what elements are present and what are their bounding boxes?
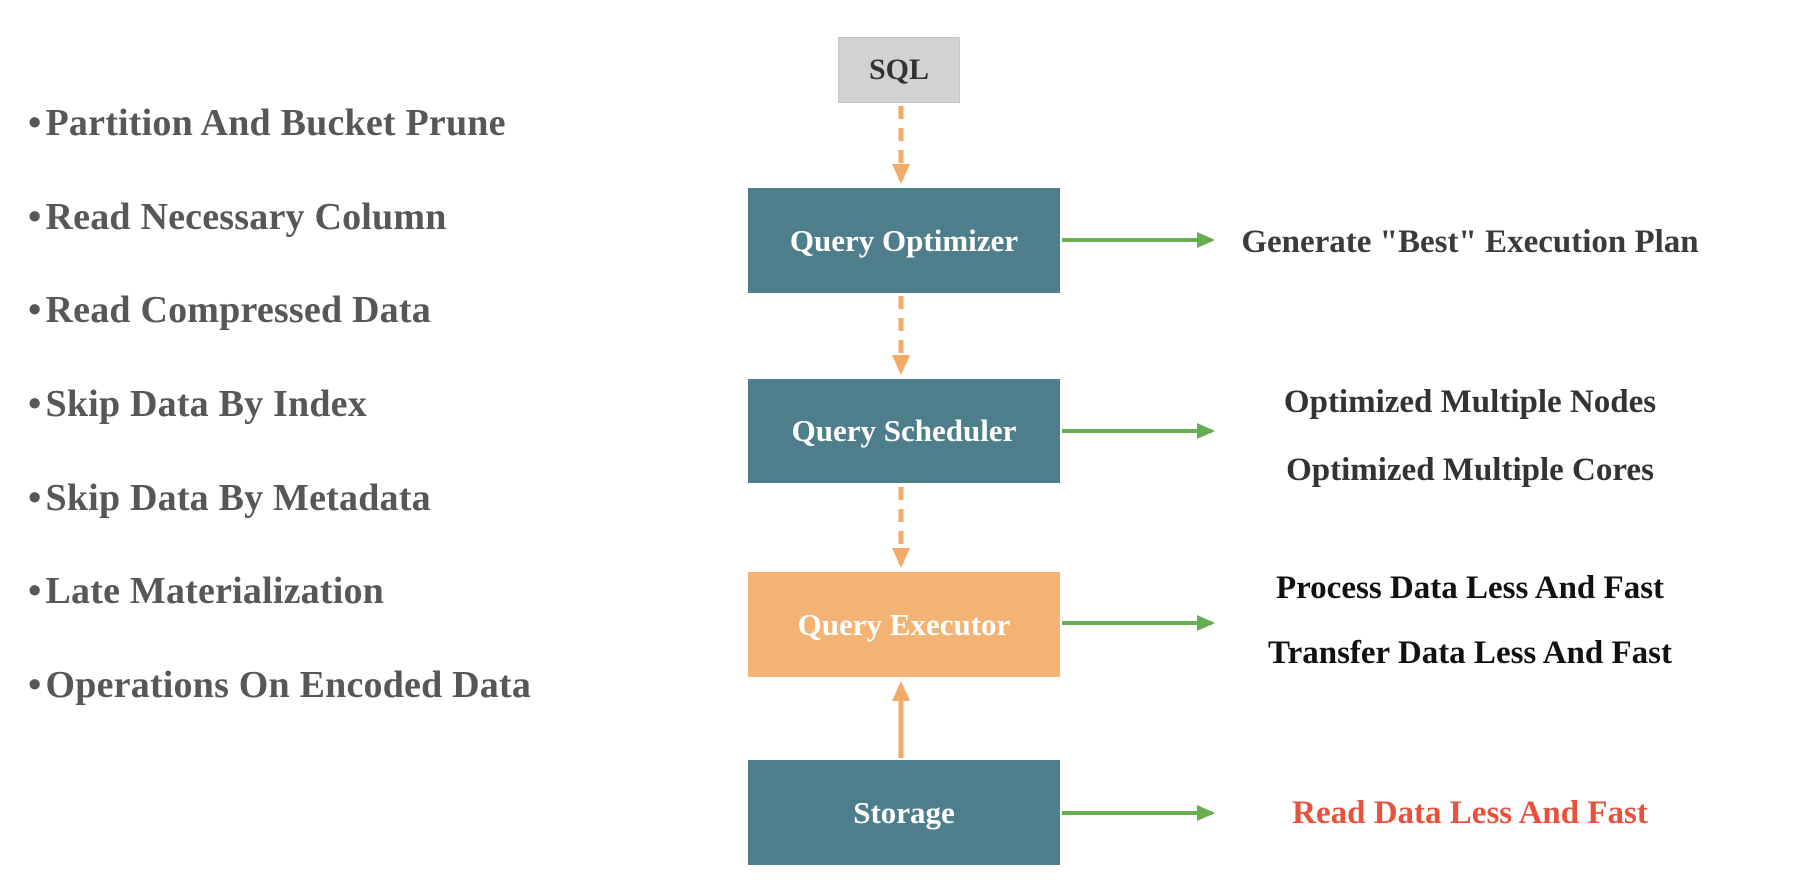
- optimization-item: •Late Materialization: [28, 545, 648, 639]
- optimization-item: •Read Compressed Data: [28, 264, 648, 358]
- optimization-item-label: Operations On Encoded Data: [45, 664, 532, 707]
- bullet-marker: •: [28, 289, 42, 332]
- flow-node-sql: SQL: [838, 37, 960, 103]
- bullet-marker: •: [28, 195, 42, 238]
- bullet-marker: •: [28, 383, 42, 426]
- annotation-executor-line-1: Process Data Less And Fast: [1275, 570, 1665, 606]
- bullet-marker: •: [28, 476, 42, 519]
- flow-node-storage: Storage: [748, 760, 1060, 865]
- optimization-item: •Partition And Bucket Prune: [28, 77, 648, 171]
- flow-node-query-optimizer-label: Query Optimizer: [789, 222, 1019, 258]
- flow-node-query-scheduler-label: Query Scheduler: [791, 413, 1017, 448]
- bullet-marker: •: [28, 570, 42, 613]
- annotation-scheduler-line-1: Optimized Multiple Nodes: [1283, 384, 1657, 420]
- optimization-item-label: Late Materialization: [45, 570, 385, 613]
- optimization-item-label: Skip Data By Index: [45, 383, 367, 426]
- flow-node-query-scheduler: Query Scheduler: [748, 379, 1060, 483]
- optimization-item-label: Read Compressed Data: [45, 289, 431, 332]
- optimization-list: •Partition And Bucket Prune •Read Necess…: [28, 77, 648, 733]
- flow-node-query-optimizer: Query Optimizer: [748, 188, 1060, 293]
- optimization-item-label: Skip Data By Metadata: [45, 476, 431, 519]
- annotation-optimizer-line-1: Generate "Best" Execution Plan: [1241, 224, 1699, 260]
- flow-node-query-executor: Query Executor: [748, 572, 1060, 677]
- bullet-marker: •: [28, 102, 42, 144]
- annotation-storage-line-1: Read Data Less And Fast: [1292, 795, 1648, 831]
- optimization-item-label: Partition And Bucket Prune: [45, 102, 506, 144]
- optimization-item: •Skip Data By Metadata: [28, 452, 648, 546]
- optimization-item: •Read Necessary Column: [28, 171, 648, 265]
- optimization-item: •Skip Data By Index: [28, 358, 648, 452]
- flow-node-sql-label: SQL: [868, 53, 930, 86]
- annotation-executor-line-2: Transfer Data Less And Fast: [1268, 635, 1672, 671]
- flow-node-storage-label: Storage: [853, 794, 955, 830]
- bullet-marker: •: [28, 664, 42, 707]
- optimization-item: •Operations On Encoded Data: [28, 639, 648, 733]
- annotation-scheduler-line-2: Optimized Multiple Cores: [1286, 452, 1654, 488]
- flow-node-query-executor-label: Query Executor: [797, 606, 1011, 642]
- optimization-item-label: Read Necessary Column: [45, 195, 447, 238]
